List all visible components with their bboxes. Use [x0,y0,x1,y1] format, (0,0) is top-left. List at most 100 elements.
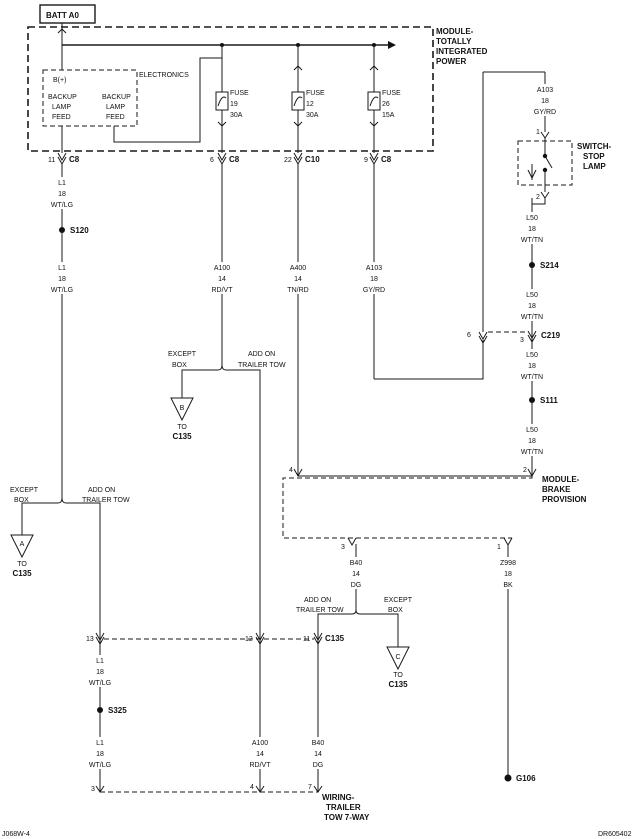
svg-text:DG: DG [351,582,362,589]
wire-l50-c-label: L50 18 WT/TN [516,349,548,381]
wire-l50-d-label: L50 18 WT/TN [516,424,548,456]
svg-text:TRAILER: TRAILER [326,803,361,812]
svg-text:WIRING-: WIRING- [322,793,355,802]
connector-c219: 3 C219 [520,330,561,344]
svg-text:B40: B40 [350,560,363,567]
wire-l1-c-label: L1 18 WT/LG [86,655,114,687]
svg-text:WT/LG: WT/LG [89,680,111,687]
svg-text:18: 18 [528,363,536,370]
c219-pin6: 6 [467,332,471,339]
option-c-labels: ADD ON TRAILER TOW EXCEPT BOX [296,597,413,614]
fuse-19: FUSE 19 30A [215,45,249,153]
svg-text:A400: A400 [290,265,306,272]
svg-text:18: 18 [370,276,378,283]
trailer-pin3: 3 [91,786,95,793]
switch-name-1: SWITCH- [577,142,612,151]
svg-text:WT/TN: WT/TN [521,374,543,381]
electronics-box [42,69,138,127]
svg-text:C8: C8 [381,155,392,164]
wire-b40-a-label: B40 14 DG [340,557,372,589]
svg-text:19: 19 [230,101,238,108]
svg-text:RD/VT: RD/VT [250,762,272,769]
option-b-labels: EXCEPT BOX ADD ON TRAILER TOW [168,351,286,369]
svg-text:LAMP: LAMP [106,104,125,111]
svg-text:POWER: POWER [436,57,466,66]
wire-l1-a-label: L1 18 WT/LG [48,177,76,209]
svg-text:BOX: BOX [14,497,29,504]
svg-text:LAMP: LAMP [52,104,71,111]
svg-text:EXCEPT: EXCEPT [10,487,39,494]
svg-text:FUSE: FUSE [306,90,325,97]
svg-text:30A: 30A [230,112,243,119]
svg-text:30A: 30A [306,112,319,119]
svg-text:14: 14 [294,276,302,283]
ref-flag-b: B [180,405,185,412]
svg-text:PROVISION: PROVISION [542,495,587,504]
c135-label: C135 [325,634,345,643]
svg-text:12: 12 [306,101,314,108]
svg-text:MODULE-: MODULE- [542,475,580,484]
wire-l50-a-label: L50 18 WT/TN [516,212,548,244]
wire-a103-a-label: A103 18 GY/RD [358,262,390,294]
svg-text:BK: BK [503,582,513,589]
svg-text:TOTALLY: TOTALLY [436,37,472,46]
svg-text:TRAILER TOW: TRAILER TOW [82,497,130,504]
splice-s325 [97,707,103,713]
wire-l1-b-label: L1 18 WT/LG [48,262,76,294]
ref-flag-b-icon [170,397,194,422]
ref-flag-c: C [395,654,400,661]
svg-text:TOW 7-WAY: TOW 7-WAY [324,813,370,822]
switch-name-2: STOP [583,152,605,161]
svg-text:ADD ON: ADD ON [304,597,331,604]
bus-arrow-icon [388,41,396,49]
splice-s325-label: S325 [108,706,127,715]
tipm-label: MODULE- TOTALLY INTEGRATED POWER [436,27,488,66]
svg-text:A100: A100 [214,265,230,272]
brake-pin1: 1 [497,544,501,551]
svg-text:TN/RD: TN/RD [287,287,308,294]
fuse-12: FUSE 12 30A [291,45,325,153]
connector-c8-pin11: 11 C8 [48,152,80,166]
splice-s111-label: S111 [540,396,558,405]
svg-text:ADD ON: ADD ON [248,351,275,358]
splice-s120 [59,227,65,233]
svg-text:18: 18 [58,276,66,283]
svg-text:WT/TN: WT/TN [521,314,543,321]
svg-text:A103: A103 [366,265,382,272]
splice-s111 [529,397,535,403]
option-a-labels: EXCEPT BOX ADD ON TRAILER TOW [10,487,130,504]
connector-c8-pin6: 6 C8 [210,152,240,166]
svg-text:18: 18 [528,438,536,445]
ground-g106-icon [504,774,512,782]
fuse-26: FUSE 26 15A [367,45,401,153]
svg-text:WT/TN: WT/TN [521,237,543,244]
svg-text:L1: L1 [96,740,104,747]
svg-text:22: 22 [284,157,292,164]
electronics-label: ELECTRONICS [139,72,189,79]
svg-text:18: 18 [528,303,536,310]
ref-c-to: TO [393,672,403,679]
svg-text:RD/VT: RD/VT [212,287,234,294]
svg-text:WT/LG: WT/LG [51,287,73,294]
wire-z998-label: Z998 18 BK [492,557,524,589]
svg-text:WT/TN: WT/TN [521,449,543,456]
svg-text:6: 6 [210,157,214,164]
svg-text:L50: L50 [526,292,538,299]
ref-flag-a: A [20,541,25,548]
svg-text:C10: C10 [305,155,320,164]
switch-pin2: 2 [536,194,540,201]
svg-text:BACKUP: BACKUP [48,94,77,101]
switch-contact-icon [544,155,553,169]
svg-text:EXCEPT: EXCEPT [384,597,413,604]
batt-label-box [39,4,96,24]
svg-text:ADD ON: ADD ON [88,487,115,494]
b-plus-label: B(+) [53,77,66,84]
svg-text:Z998: Z998 [500,560,516,567]
svg-text:A103: A103 [537,87,553,94]
wire-a400-label: A400 14 TN/RD [282,262,314,294]
switch-name-3: LAMP [583,162,606,171]
svg-text:18: 18 [541,98,549,105]
svg-text:BACKUP: BACKUP [102,94,131,101]
svg-text:18: 18 [96,669,104,676]
